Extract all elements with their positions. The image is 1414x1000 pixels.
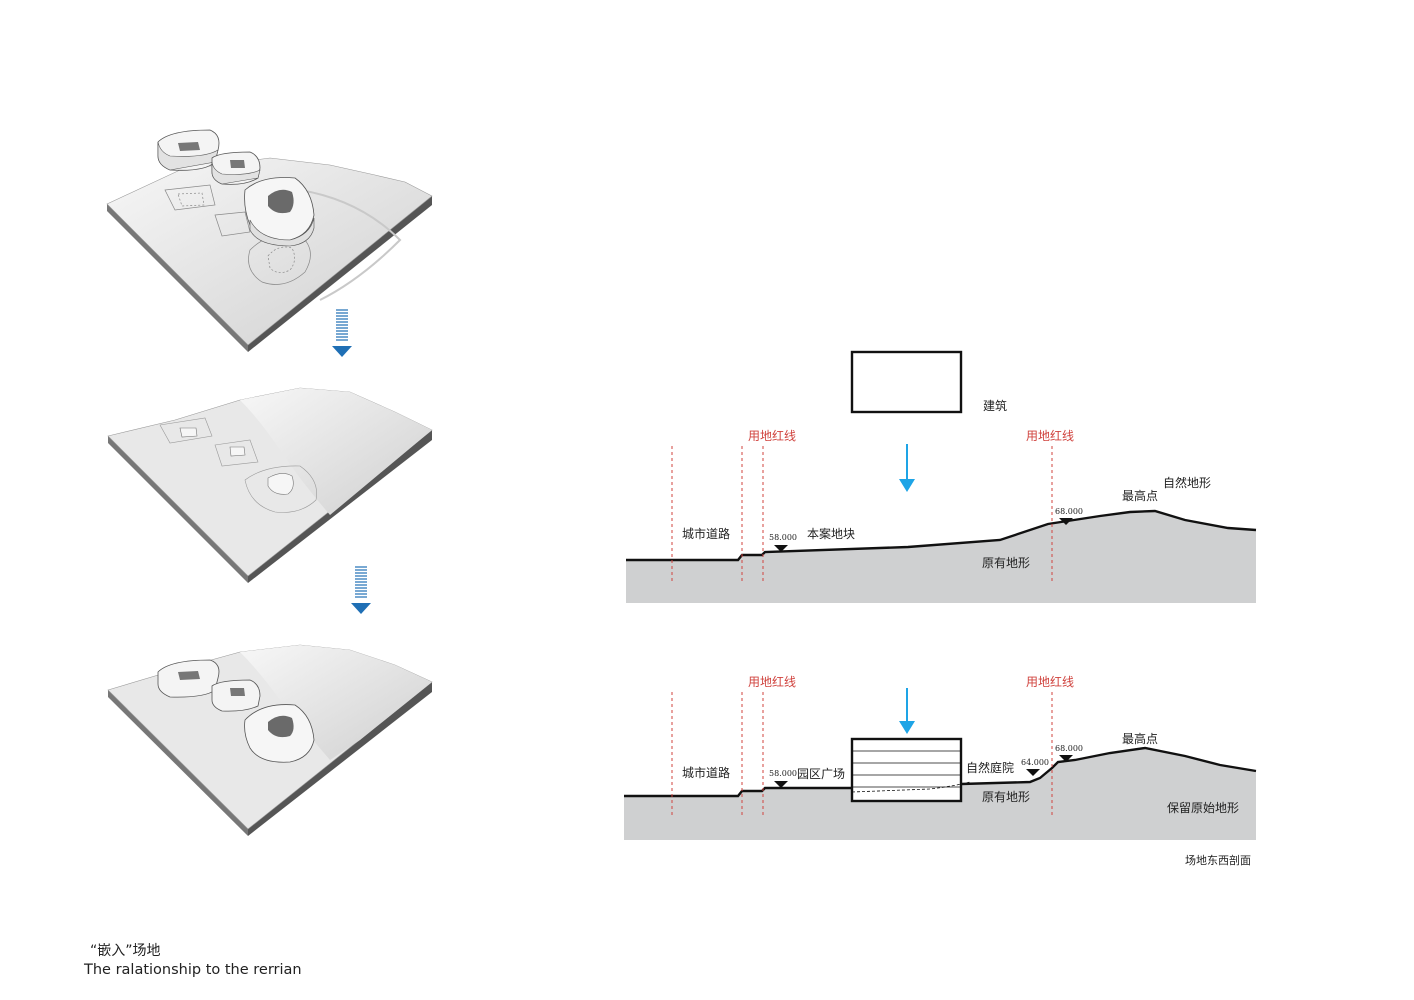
terrain-model-1: [106, 157, 433, 352]
ground-fill-top: [626, 511, 1256, 603]
elevation-marker-icon-bottom-1: [774, 781, 788, 788]
building-lifted-1: [157, 129, 220, 171]
building-section-box: [850, 737, 971, 803]
building-inserted-3: [244, 704, 315, 763]
red-line-label-top-left: 用地红线: [748, 428, 796, 443]
building-lifted-2: [211, 151, 261, 185]
site-plot-label: 本案地块: [807, 526, 855, 541]
section-bottom: 用地红线 用地红线 城市道路 园区广场 自然庭院 原有地形 最高点 保留原始地形…: [624, 674, 1257, 867]
arrow-down-icon-3: [899, 444, 915, 492]
original-terrain-label-bottom: 原有地形: [982, 790, 1030, 804]
city-road-label-bottom: 城市道路: [682, 765, 730, 780]
terrain-line-bottom: [624, 746, 1257, 798]
natural-courtyard-label: 自然庭院: [966, 760, 1014, 775]
park-plaza-label: 园区广场: [797, 767, 845, 781]
elevation-marker-icon-bottom-2: [1026, 769, 1040, 776]
natural-terrain-label: 自然地形: [1163, 475, 1211, 490]
city-road-label-top: 城市道路: [682, 526, 730, 541]
highest-point-label-top: 最高点: [1122, 488, 1158, 503]
elevation-marker-icon-top-2: [1059, 518, 1073, 525]
red-line-label-bottom-left: 用地红线: [748, 674, 796, 689]
red-line-label-top-right: 用地红线: [1026, 428, 1074, 443]
elevation-label-top-58: 58.000: [769, 533, 797, 542]
elevation-marker-icon-bottom-3: [1059, 755, 1073, 762]
building-box: [850, 350, 963, 414]
red-line-label-bottom-right: 用地红线: [1026, 674, 1074, 689]
preserved-terrain-label: 保留原始地形: [1167, 801, 1239, 815]
building-inserted-2: [211, 679, 261, 712]
original-terrain-label-top: 原有地形: [982, 556, 1030, 570]
building-lifted-3: [244, 177, 315, 247]
terrain-line-top: [626, 509, 1257, 562]
section-title: 场地东西剖面: [1185, 853, 1251, 867]
elevation-label-bottom-64: 64.000: [1021, 758, 1049, 767]
highest-point-label-bottom: 最高点: [1122, 731, 1158, 746]
arrow-down-icon-4: [899, 688, 915, 734]
arrow-down-icon-1: [332, 309, 352, 357]
elevation-marker-icon-top-1: [774, 545, 788, 552]
caption-title-zh: “嵌入”场地: [90, 943, 161, 959]
terrain-model-2: [107, 387, 433, 583]
section-top: 建筑 用地红线 用地红线 城市道路 本案地块 原有地形 最高点 自然地形 58.…: [626, 350, 1257, 603]
building-inserted-1: [157, 659, 220, 698]
caption: “嵌入”场地 The ralationship to the rerrian: [84, 942, 302, 980]
arrow-down-icon-2: [351, 566, 371, 614]
ground-fill-bottom: [624, 748, 1256, 840]
elevation-label-top-68: 68.000: [1055, 507, 1083, 516]
elevation-label-bottom-58: 58.000: [769, 769, 797, 778]
building-label: 建筑: [983, 398, 1007, 413]
elevation-label-bottom-68: 68.000: [1055, 744, 1083, 753]
caption-title-en: The ralationship to the rerrian: [84, 962, 302, 978]
